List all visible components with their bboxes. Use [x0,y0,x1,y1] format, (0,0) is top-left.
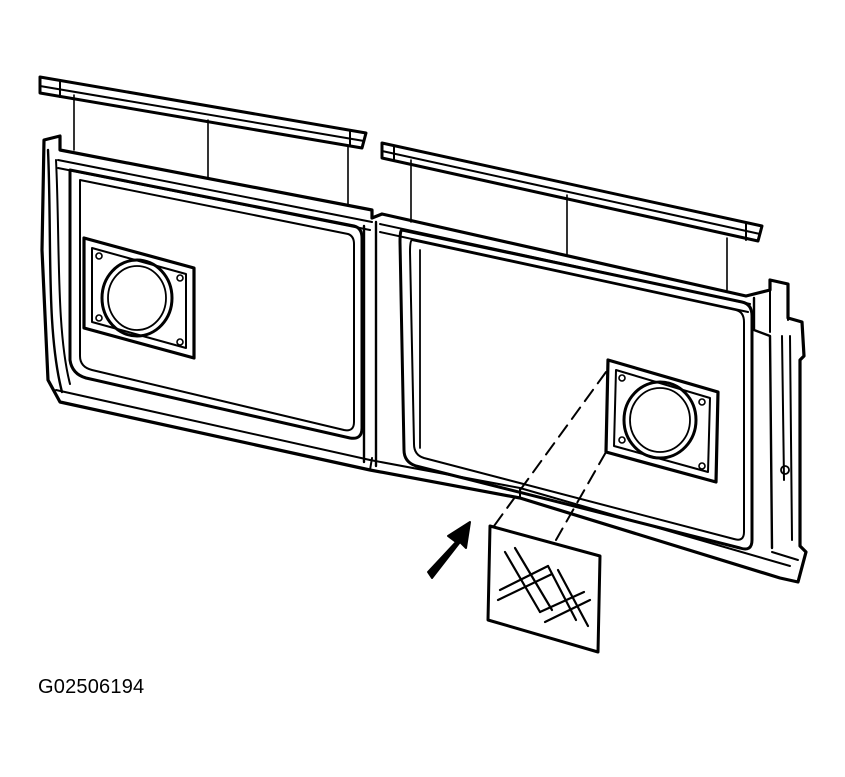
right-window-opening [398,228,754,551]
right-speaker-grille [604,358,720,484]
left-speaker-grille [82,236,196,360]
arrow-icon [427,521,471,579]
left-window-opening [68,168,364,440]
rear-panel [40,134,808,584]
figure-id-label: G02506194 [38,676,145,698]
broken-glass-icon [486,524,602,654]
alignment-lines [73,94,728,291]
upper-channel-right [380,141,764,243]
upper-channel-left [38,75,368,150]
dashed-leader-lines [493,371,607,541]
